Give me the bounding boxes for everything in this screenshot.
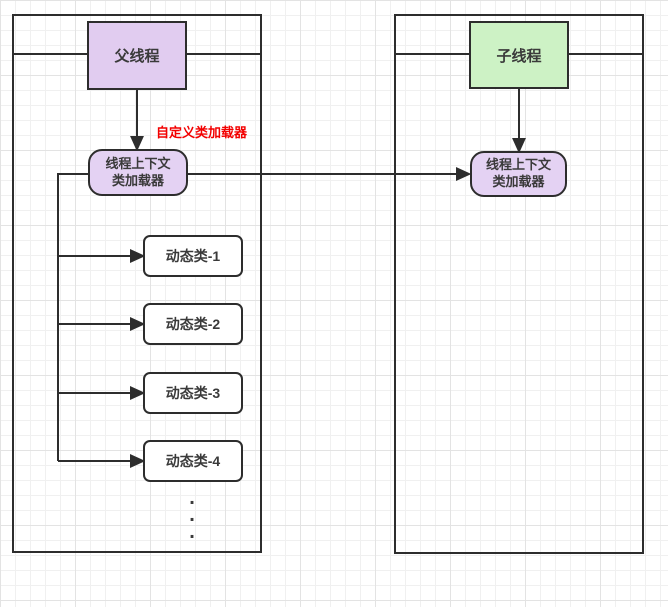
child-thread-box: 子线程 xyxy=(469,21,569,89)
ellipsis-dot: . xyxy=(189,487,195,509)
ellipsis-dot: . xyxy=(189,521,195,543)
dynamic-class-1-box: 动态类-1 xyxy=(143,235,243,277)
parent-context-classloader-box: 线程上下文 类加载器 xyxy=(88,149,188,196)
child-thread-pool xyxy=(394,14,644,554)
child-context-classloader-box: 线程上下文 类加载器 xyxy=(470,151,567,197)
dynamic-class-4-box: 动态类-4 xyxy=(143,440,243,482)
ellipsis-dot: . xyxy=(189,504,195,526)
dynamic-class-2-box: 动态类-2 xyxy=(143,303,243,345)
custom-classloader-annotation: 自定义类加载器 xyxy=(156,125,248,140)
parent-thread-box: 父线程 xyxy=(87,21,187,90)
dynamic-class-3-box: 动态类-3 xyxy=(143,372,243,414)
ellipsis-dots: . . . xyxy=(184,487,200,543)
